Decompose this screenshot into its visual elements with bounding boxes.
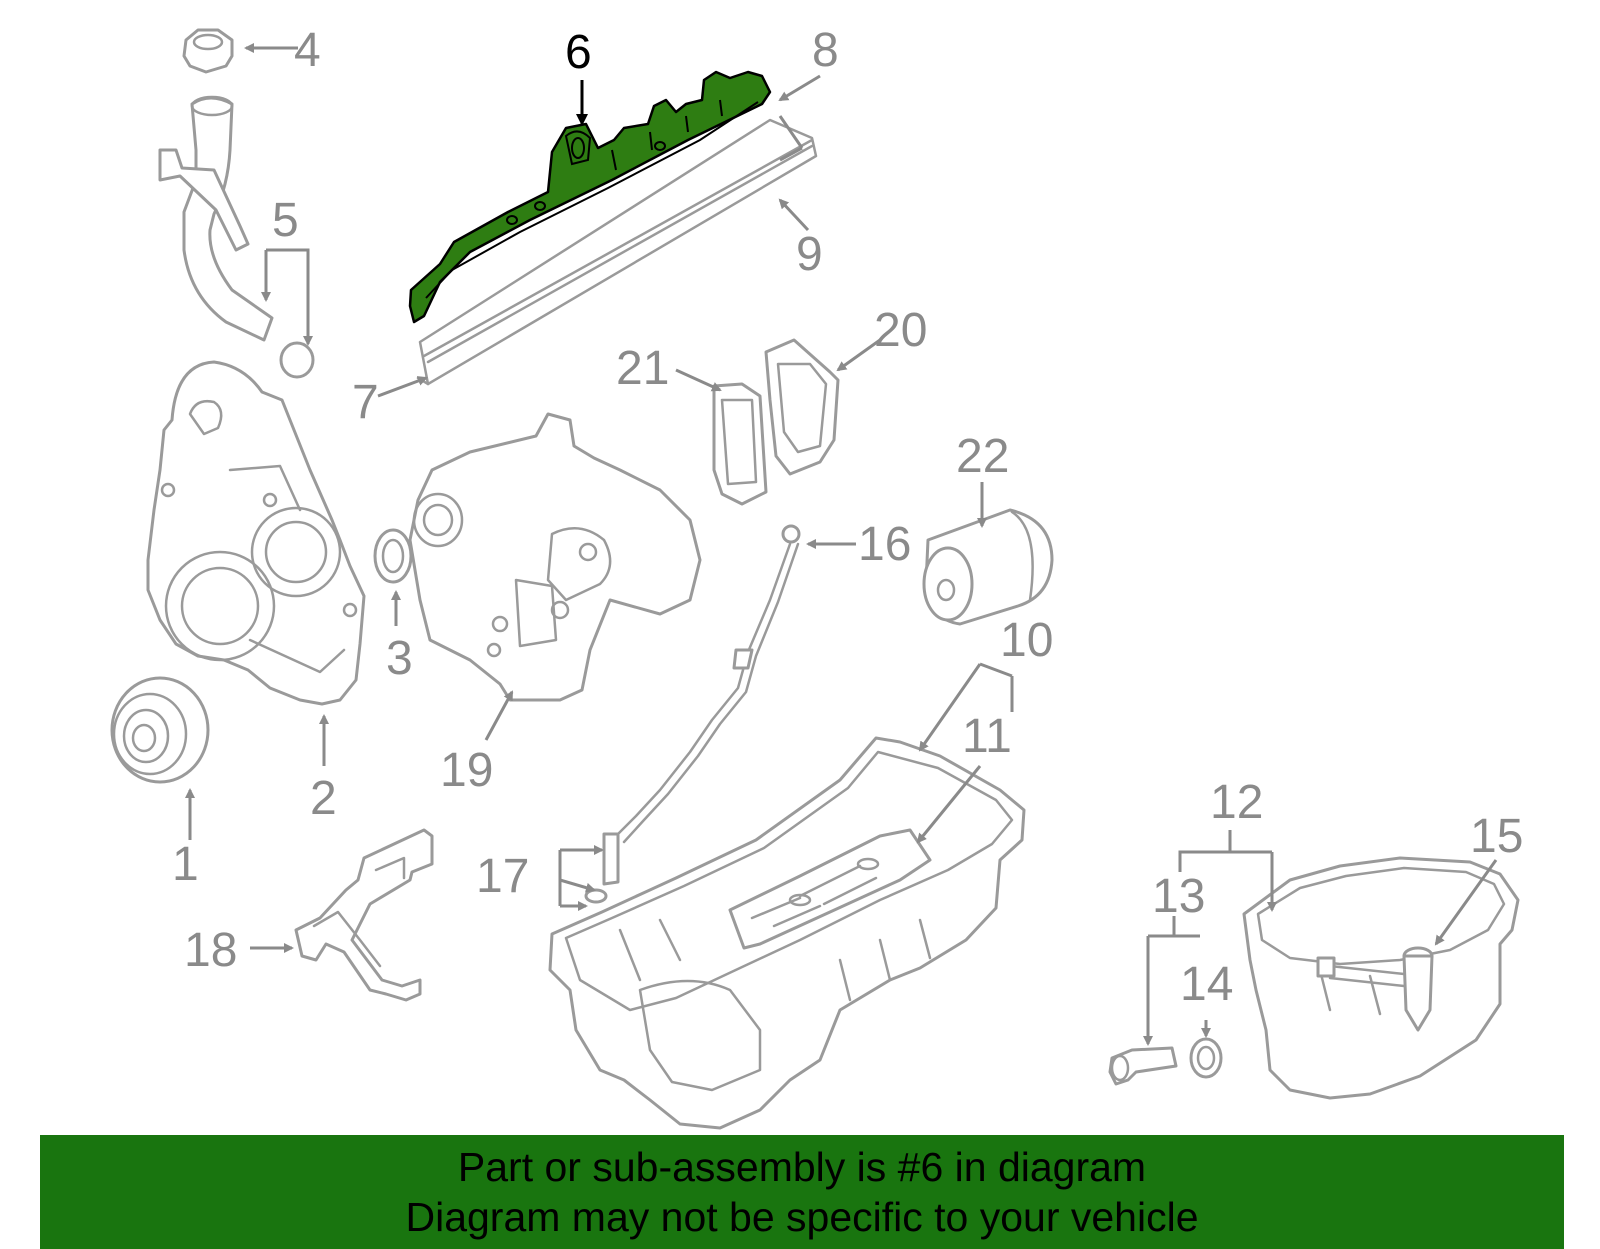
callout-20: 20 <box>874 304 927 357</box>
part-1-crank-pulley[interactable] <box>110 676 210 784</box>
part-12-lower-oil-pan[interactable] <box>1242 856 1520 1100</box>
part-22-oil-filter[interactable] <box>922 508 1054 626</box>
callout-18: 18 <box>184 924 237 977</box>
footer-line-part-number: Part or sub-assembly is #6 in diagram <box>457 1144 1147 1190</box>
footer-banner: Part or sub-assembly is #6 in diagram Di… <box>40 1135 1564 1249</box>
callout-21: 21 <box>616 342 669 395</box>
leader-lines <box>185 43 1498 1046</box>
callout-7: 7 <box>352 376 379 429</box>
callout-14: 14 <box>1180 958 1233 1011</box>
part-16-dipstick[interactable] <box>614 524 801 844</box>
callout-19: 19 <box>440 744 493 797</box>
callout-2: 2 <box>310 772 337 825</box>
callout-4: 4 <box>294 24 321 77</box>
callout-10: 10 <box>1000 614 1053 667</box>
part-2-timing-cover[interactable] <box>146 360 366 706</box>
part-14-washer[interactable] <box>1189 1037 1223 1079</box>
part-21-gasket[interactable] <box>712 382 768 506</box>
callout-16: 16 <box>858 518 911 571</box>
callout-8: 8 <box>812 24 839 77</box>
callout-15: 15 <box>1470 810 1523 863</box>
callout-17: 17 <box>476 850 529 903</box>
part-17-dipstick-tube[interactable] <box>584 832 620 904</box>
callout-1: 1 <box>172 838 199 891</box>
part-18-bracket[interactable] <box>294 828 434 1002</box>
part-3-seal[interactable] <box>373 528 413 584</box>
callout-22: 22 <box>956 430 1009 483</box>
part-5-oil-filler-tube[interactable] <box>158 95 315 379</box>
callout-12: 12 <box>1210 776 1263 829</box>
part-4-oil-filler-cap[interactable] <box>182 28 234 74</box>
callout-11: 11 <box>962 710 1012 763</box>
part-11-oil-pan-baffle[interactable] <box>728 828 932 950</box>
callout-3: 3 <box>386 632 413 685</box>
callout-13: 13 <box>1152 870 1205 923</box>
part-13-drain-bolt[interactable] <box>1108 1046 1178 1086</box>
callout-5: 5 <box>272 194 299 247</box>
part-20-housing[interactable] <box>764 338 840 476</box>
callout-labels: 4 5 6 8 9 7 21 20 22 16 3 19 10 11 2 1 1… <box>172 24 1523 1011</box>
part-6-highlighted-cover[interactable] <box>408 70 772 324</box>
callout-9: 9 <box>796 228 823 281</box>
callout-6: 6 <box>565 26 592 79</box>
footer-line-disclaimer: Diagram may not be specific to your vehi… <box>405 1194 1199 1240</box>
part-15-oil-level-sensor[interactable] <box>1316 946 1434 1032</box>
part-19-oil-pump[interactable] <box>408 412 702 702</box>
